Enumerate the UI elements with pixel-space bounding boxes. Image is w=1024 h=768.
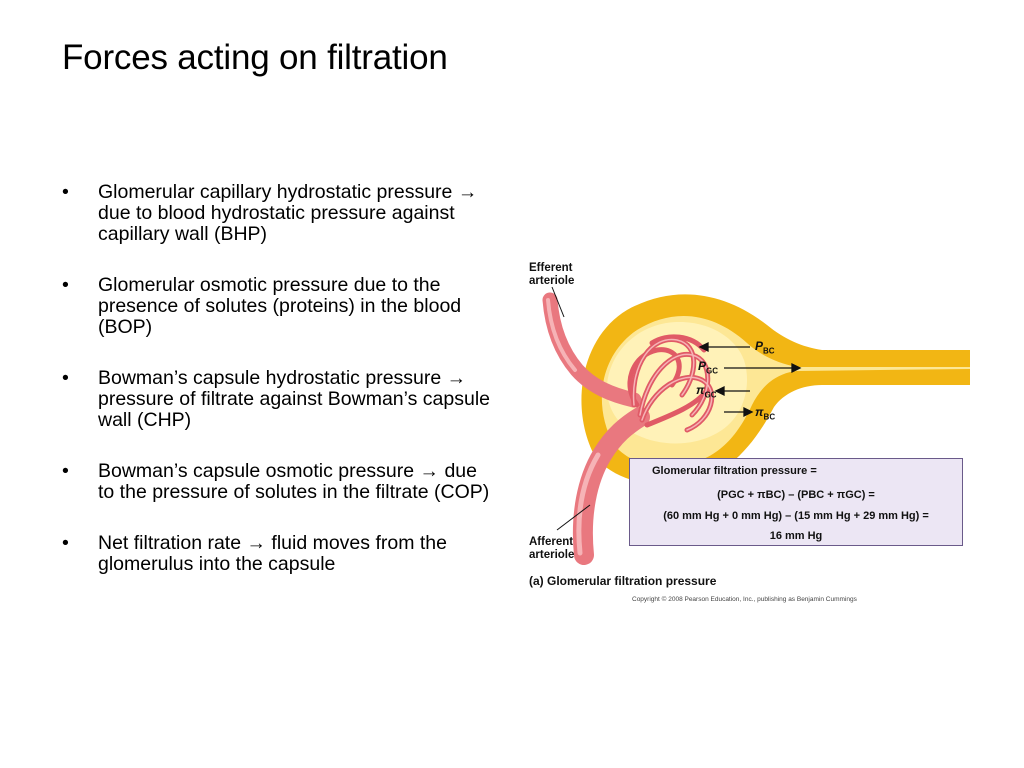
bullet-text: Bowman’s capsule osmotic pressure → due … — [98, 460, 490, 503]
bullet-marker: • — [62, 181, 69, 203]
equation-line-2: (60 mm Hg + 0 mm Hg) – (15 mm Hg + 29 mm… — [663, 510, 929, 522]
bullet-list: • Glomerular capillary hydrostatic press… — [58, 182, 498, 605]
equation-result: 16 mm Hg — [769, 530, 823, 542]
equation-title: Glomerular filtration pressure = — [652, 465, 817, 477]
glomerulus-illustration — [542, 286, 970, 565]
bullet-item: • Glomerular osmotic pressure due to the… — [58, 275, 498, 338]
arrow-icon: → — [446, 367, 467, 389]
p-bc-label: PBC — [755, 339, 775, 356]
bullet-marker: • — [62, 367, 69, 389]
arrow-icon: → — [457, 181, 478, 203]
slide-title: Forces acting on filtration — [62, 38, 448, 77]
pi-gc-label: πGC — [696, 383, 717, 400]
bullet-text: Bowman’s capsule hydrostatic pressure → … — [98, 367, 491, 431]
bullet-text: Net filtration rate → fluid moves from t… — [98, 532, 447, 575]
equation-line-1: (PGC + πBC) – (PBC + πGC) = — [717, 489, 875, 501]
bullet-item: • Bowman’s capsule hydrostatic pressure … — [58, 368, 498, 431]
pi-bc-label: πBC — [755, 405, 776, 422]
bullet-text: Glomerular capillary hydrostatic pressur… — [98, 181, 478, 245]
bullet-marker: • — [62, 274, 69, 296]
bullet-marker: • — [62, 532, 69, 554]
bullet-item: • Net filtration rate → fluid moves from… — [58, 533, 498, 575]
bullet-item: • Glomerular capillary hydrostatic press… — [58, 182, 498, 245]
arrow-icon: → — [246, 532, 266, 554]
p-gc-label: PGC — [698, 359, 719, 376]
copyright-notice: Copyright © 2008 Pearson Education, Inc.… — [632, 596, 857, 603]
figure-caption: (a) Glomerular filtration pressure — [529, 574, 717, 588]
bullet-item: • Bowman’s capsule osmotic pressure → du… — [58, 461, 498, 503]
bullet-marker: • — [62, 460, 69, 482]
bullet-text: Glomerular osmotic pressure due to the p… — [98, 274, 462, 338]
filtration-equation-box: Glomerular filtration pressure = (PGC + … — [629, 458, 963, 546]
arrow-icon: → — [419, 460, 440, 482]
